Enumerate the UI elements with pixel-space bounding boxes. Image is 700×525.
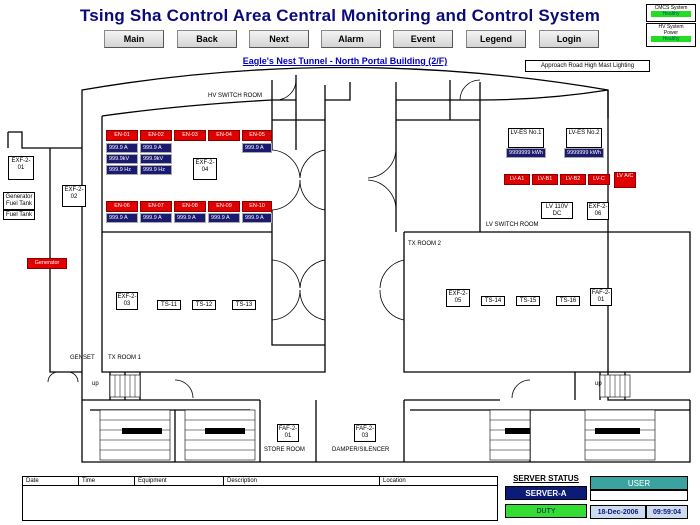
meter-en-01-a: 999.9 A xyxy=(106,143,138,153)
legend-button[interactable]: Legend xyxy=(466,30,526,48)
column-date: Date xyxy=(23,477,79,485)
tx-room-2-label: TX ROOM 2 xyxy=(408,241,442,247)
back-button[interactable]: Back xyxy=(177,30,237,48)
column-time: Time xyxy=(79,477,135,485)
transformer-ts-15[interactable]: TS-15 xyxy=(516,296,540,306)
meter-en-02-a: 999.9 A xyxy=(140,143,172,153)
generator[interactable]: Generator xyxy=(27,258,67,269)
tx-room-1-label: TX ROOM 1 xyxy=(108,355,142,361)
event-button[interactable]: Event xyxy=(393,30,453,48)
breaker-en-08[interactable]: EN-08 xyxy=(174,201,206,212)
breaker-lv-ac[interactable]: LV A/C xyxy=(614,172,636,188)
exf-2-03[interactable]: EXF-2-03 xyxy=(116,292,138,310)
fuel-tank[interactable]: Fuel Tank xyxy=(3,210,35,220)
lv-es-no2-kwh: 9999999 kWh xyxy=(564,148,604,158)
up-label-left: up xyxy=(92,381,99,387)
meter-en-08-a: 999.9 A xyxy=(174,213,206,223)
cmcs-label: CMCS System xyxy=(654,5,688,11)
hv-label: HV System Power xyxy=(658,24,684,36)
meter-en-10-a: 999.9 A xyxy=(242,213,272,223)
meter-en-02-kv: 999.9kV xyxy=(140,154,172,164)
lv-110v-dc[interactable]: LV 110V DC xyxy=(541,202,573,219)
transformer-ts-14[interactable]: TS-14 xyxy=(481,296,505,306)
hv-system-status: HV System Power Healthy xyxy=(646,23,696,47)
transformer-ts-11[interactable]: TS-11 xyxy=(157,300,181,310)
faf-2-03[interactable]: FAF-2-03 xyxy=(354,424,376,442)
meter-en-05-a: 999.9 A xyxy=(242,143,272,153)
meter-en-02-hz: 999.9 Hz xyxy=(140,165,172,175)
breaker-en-06[interactable]: EN-06 xyxy=(106,201,138,212)
approach-lighting-button[interactable]: Approach Road High Mast Lighting xyxy=(525,60,650,72)
breaker-en-04[interactable]: EN-04 xyxy=(208,130,240,141)
damper-silencer-label: DAMPER/SILENCER xyxy=(332,447,390,453)
exf-2-02[interactable]: EXF-2-02 xyxy=(62,185,86,207)
transformer-ts-12[interactable]: TS-12 xyxy=(192,300,216,310)
user-button[interactable]: USER xyxy=(590,476,688,490)
breaker-lv-b2[interactable]: LV-B2 xyxy=(560,174,586,185)
column-description: Description xyxy=(224,477,380,485)
user-name-display xyxy=(590,490,688,501)
hv-switch-room-label: HV SWITCH ROOM xyxy=(208,93,262,99)
breaker-en-05[interactable]: EN-05 xyxy=(242,130,272,141)
breaker-lv-c[interactable]: LV-C xyxy=(588,174,610,185)
up-label-right: up xyxy=(595,381,602,387)
duty-indicator: DUTY xyxy=(505,504,587,518)
main-button[interactable]: Main xyxy=(104,30,164,48)
lv-es-no1[interactable]: LV-ES No.1 xyxy=(508,128,544,148)
event-log-header: Date Time Equipment Description Location xyxy=(23,477,497,486)
server-status-label: SERVER STATUS xyxy=(513,474,579,483)
page-title: Tsing Sha Control Area Central Monitorin… xyxy=(79,6,601,25)
store-room-label: STORE ROOM xyxy=(264,447,305,453)
cmcs-value: Healthy xyxy=(651,11,691,17)
breaker-en-02[interactable]: EN-02 xyxy=(140,130,172,141)
meter-en-01-kv: 999.9kV xyxy=(106,154,138,164)
genset-label: GENSET xyxy=(70,355,95,361)
breaker-en-01[interactable]: EN-01 xyxy=(106,130,138,141)
meter-en-09-a: 999.9 A xyxy=(208,213,240,223)
next-button[interactable]: Next xyxy=(249,30,309,48)
login-button[interactable]: Login xyxy=(539,30,599,48)
exf-2-04[interactable]: EXF-2-04 xyxy=(193,158,217,180)
meter-en-06-a: 999.9 A xyxy=(106,213,138,223)
breaker-lv-a1[interactable]: LV-A1 xyxy=(504,174,530,185)
alarm-button[interactable]: Alarm xyxy=(321,30,381,48)
breaker-en-07[interactable]: EN-07 xyxy=(140,201,172,212)
lv-es-no1-kwh: 9999999 kWh xyxy=(506,148,546,158)
date-display: 18-Dec-2006 xyxy=(590,505,646,519)
exf-2-06[interactable]: EXF-2-06 xyxy=(587,202,609,220)
faf-2-01-tx2[interactable]: FAF-2-01 xyxy=(590,288,612,306)
floor-plan xyxy=(7,66,691,463)
breaker-lv-b1[interactable]: LV-B1 xyxy=(532,174,558,185)
column-equipment: Equipment xyxy=(135,477,224,485)
generator-fuel-tank[interactable]: Generator Fuel Tank xyxy=(3,192,35,210)
time-display: 09:59:04 xyxy=(646,505,688,519)
meter-en-01-hz: 999.9 Hz xyxy=(106,165,138,175)
meter-en-07-a: 999.9 A xyxy=(140,213,172,223)
floor-subtitle: Eagle's Nest Tunnel - North Portal Build… xyxy=(242,56,448,66)
faf-2-01-store[interactable]: FAF-2-01 xyxy=(277,424,299,442)
lv-es-no2[interactable]: LV-ES No.2 xyxy=(566,128,602,148)
exf-2-05[interactable]: EXF-2-05 xyxy=(446,289,470,307)
breaker-en-10[interactable]: EN-10 xyxy=(242,201,272,212)
breaker-en-09[interactable]: EN-09 xyxy=(208,201,240,212)
transformer-ts-13[interactable]: TS-13 xyxy=(232,300,256,310)
server-a-indicator: SERVER-A xyxy=(505,486,587,500)
column-location: Location xyxy=(383,478,406,484)
transformer-ts-16[interactable]: TS-16 xyxy=(556,296,580,306)
lv-switch-room-label: LV SWITCH ROOM xyxy=(486,222,539,228)
cmcs-status: CMCS System Healthy xyxy=(646,4,696,22)
event-log-table[interactable]: Date Time Equipment Description Location xyxy=(22,476,498,521)
hv-value: Healthy xyxy=(651,36,691,42)
exf-2-01[interactable]: EXF-2-01 xyxy=(8,156,34,180)
breaker-en-03[interactable]: EN-03 xyxy=(174,130,206,141)
